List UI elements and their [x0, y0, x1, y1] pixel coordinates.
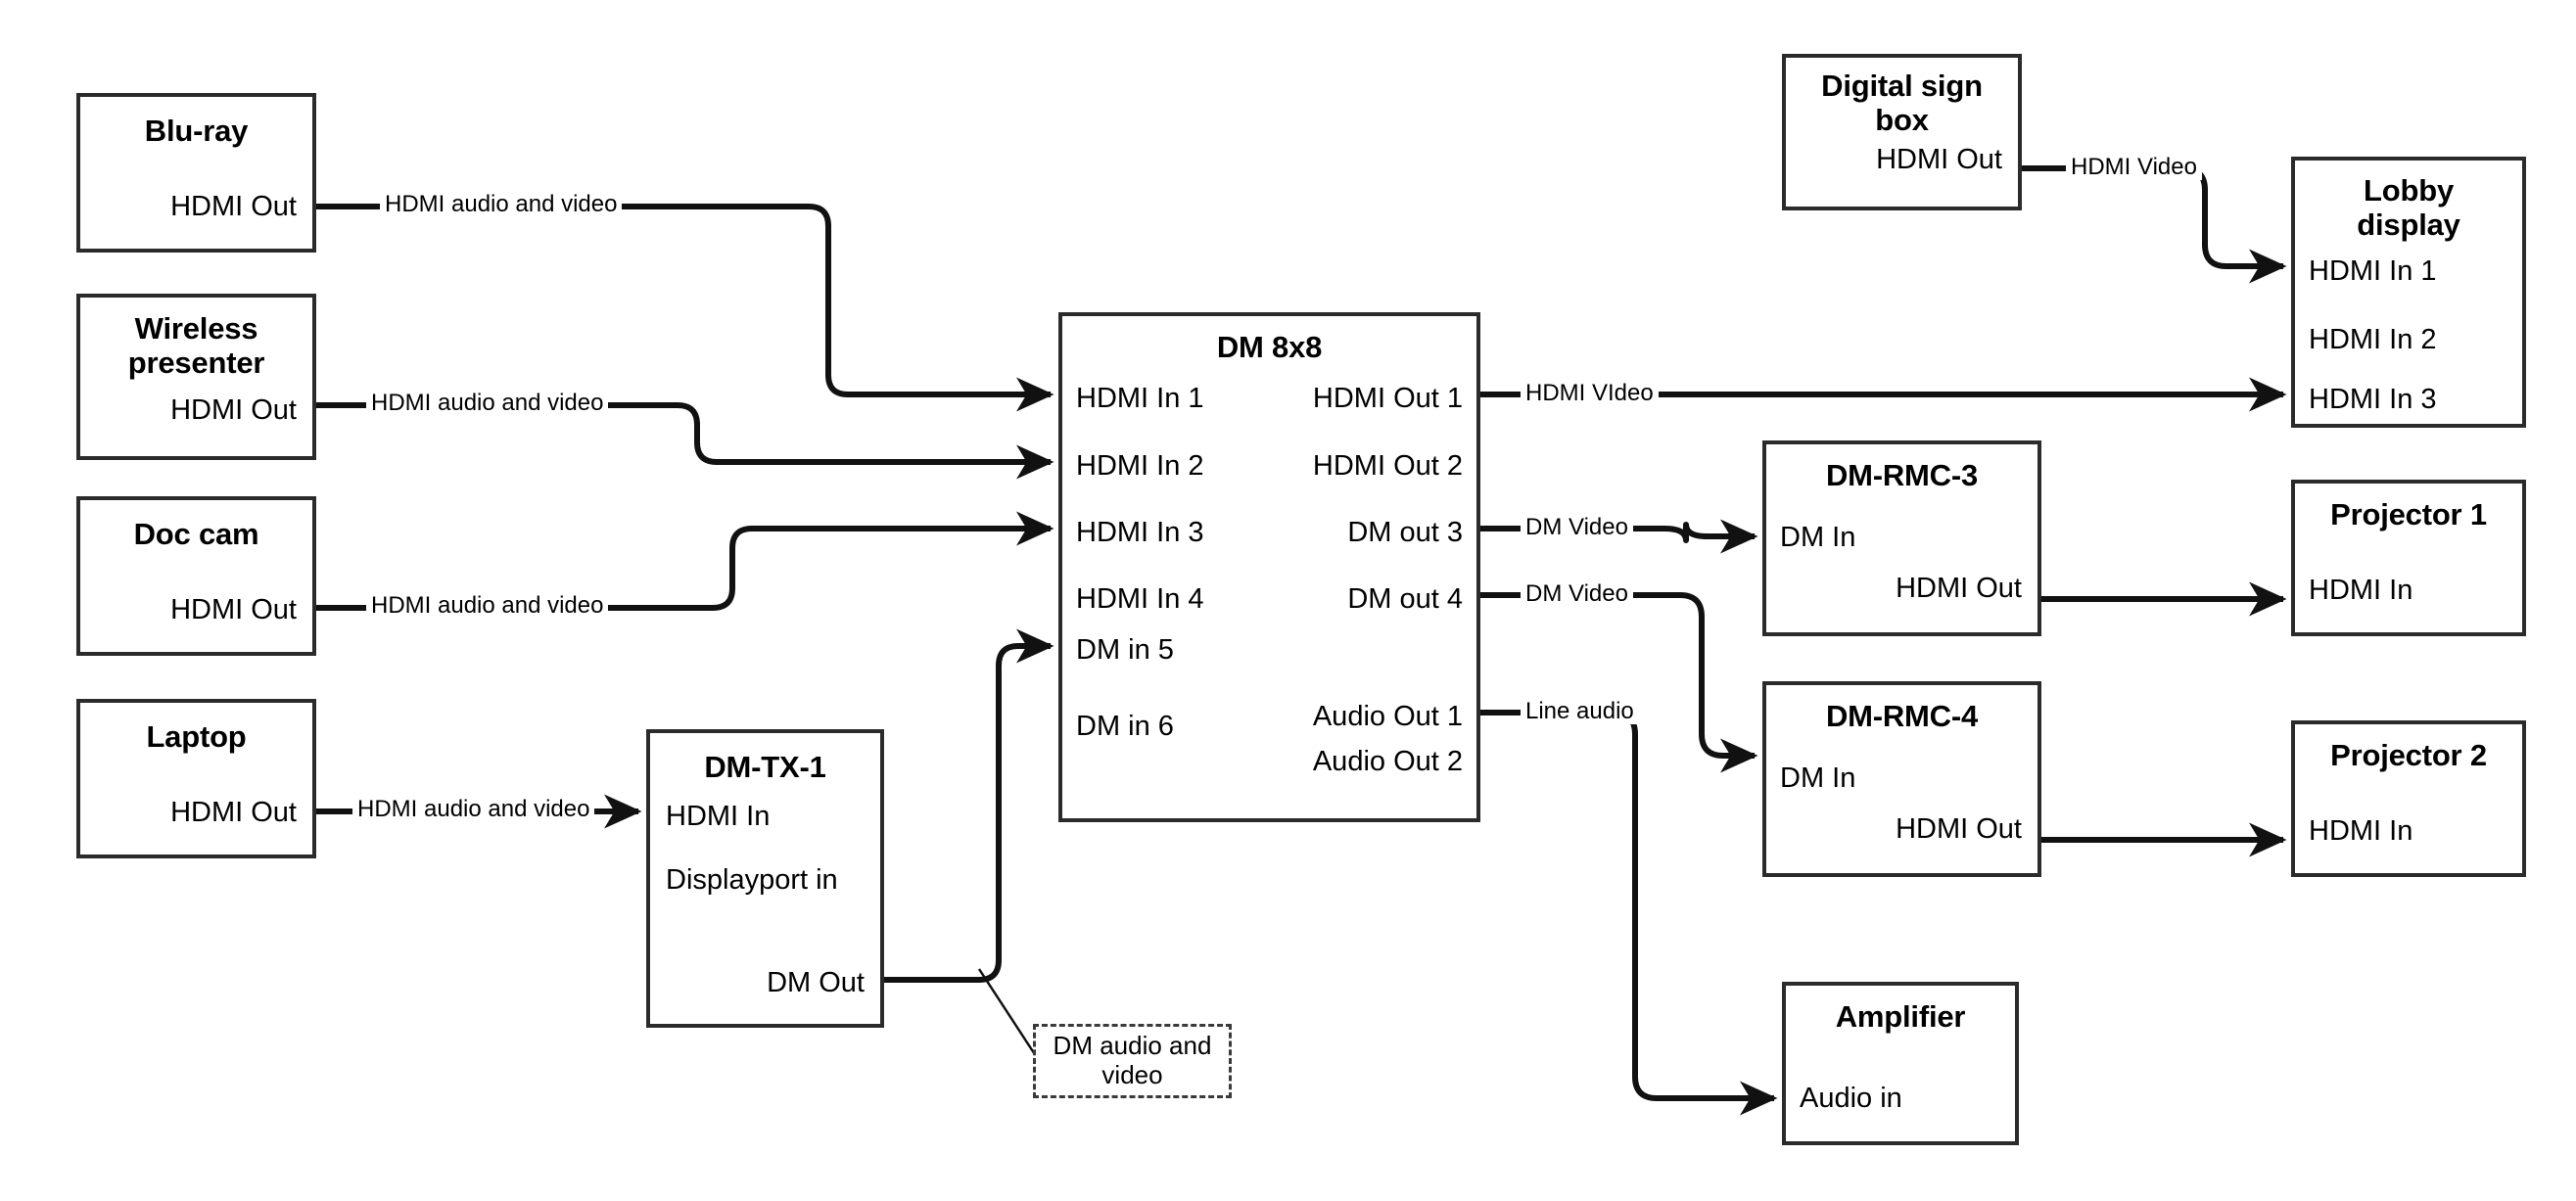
node-dm-8x8-output-audio-out-2: Audio Out 2	[1312, 746, 1463, 777]
edge-label-sign-to-lobby: HDMI Video	[2066, 154, 2202, 181]
node-dm-tx-1-port-displayport-in: Displayport in	[666, 864, 838, 896]
node-dm-8x8-input-hdmi-in-4: HDMI In 4	[1076, 583, 1204, 615]
node-dm-rmc-3-title: DM-RMC-3	[1825, 458, 1979, 492]
edge-label-dm-out1-to-lobby: HDMI VIdeo	[1521, 380, 1659, 407]
node-dm-tx-1-title: DM-TX-1	[704, 750, 826, 784]
node-wireless-presenter-port-hdmi-out: HDMI Out	[170, 394, 297, 426]
node-projector-1[interactable]: Projector 1 HDMI In	[2291, 480, 2526, 636]
edge-label-wireless-to-dm: HDMI audio and video	[366, 390, 609, 417]
node-wireless-presenter-title: Wireless presenter	[127, 311, 265, 380]
node-projector-1-title: Projector 1	[2330, 497, 2487, 531]
node-dm-8x8-title: DM 8x8	[1216, 330, 1323, 364]
node-lobby-display[interactable]: Lobby display HDMI In 1 HDMI In 2 HDMI I…	[2291, 157, 2526, 428]
node-dm-8x8-input-hdmi-in-3: HDMI In 3	[1076, 517, 1204, 548]
node-dm-8x8-input-hdmi-in-1: HDMI In 1	[1076, 383, 1204, 414]
node-doc-cam-title: Doc cam	[133, 517, 259, 551]
node-doc-cam-port-hdmi-out: HDMI Out	[170, 594, 297, 625]
node-dm-8x8-output-hdmi-out-2: HDMI Out 2	[1312, 450, 1463, 482]
node-bluray-port-hdmi-out: HDMI Out	[170, 191, 297, 222]
node-amplifier-title: Amplifier	[1835, 999, 1966, 1034]
node-digital-sign-box-port-hdmi-out: HDMI Out	[1876, 144, 2002, 175]
node-projector-2-port-hdmi-in: HDMI In	[2309, 815, 2413, 847]
callout-dm-audio-and-video-text: DM audio and video	[1053, 1031, 1212, 1089]
wire-sign-to-lobby-in1	[2022, 165, 2287, 284]
node-projector-1-port-hdmi-in: HDMI In	[2309, 575, 2413, 606]
node-lobby-display-port-hdmi-in-1: HDMI In 1	[2309, 255, 2437, 287]
node-laptop[interactable]: Laptop HDMI Out	[76, 699, 316, 858]
node-digital-sign-box-title: Digital sign box	[1821, 69, 1983, 137]
node-dm-8x8-output-dm-out-4: DM out 4	[1347, 583, 1463, 615]
node-projector-2-title: Projector 2	[2330, 738, 2487, 772]
node-lobby-display-title: Lobby display	[2357, 173, 2460, 242]
node-dm-rmc-3-port-hdmi-out: HDMI Out	[1896, 573, 2022, 604]
edge-label-bluray-to-dm: HDMI audio and video	[380, 191, 623, 218]
node-dm-8x8-input-dm-in-5: DM in 5	[1076, 634, 1174, 666]
wire-dmtx-to-dm-in5	[884, 628, 1054, 983]
node-laptop-port-hdmi-out: HDMI Out	[170, 797, 297, 828]
node-bluray[interactable]: Blu-ray HDMI Out	[76, 93, 316, 253]
node-bluray-title: Blu-ray	[144, 114, 249, 148]
node-dm-rmc-4[interactable]: DM-RMC-4 DM In HDMI Out	[1762, 681, 2041, 877]
edge-label-dm-out4-to-rmc4: DM Video	[1521, 580, 1633, 608]
node-dm-rmc-4-title: DM-RMC-4	[1825, 699, 1979, 733]
node-doc-cam[interactable]: Doc cam HDMI Out	[76, 496, 316, 656]
node-amplifier-port-audio-in: Audio in	[1800, 1083, 1902, 1114]
wire-dm-out4-to-rmc4	[1480, 592, 1758, 773]
edge-label-dm-audio-to-amp: Line audio	[1521, 698, 1639, 725]
node-dm-rmc-4-port-hdmi-out: HDMI Out	[1896, 813, 2022, 845]
edge-label-laptop-to-dmtx: HDMI audio and video	[352, 796, 595, 823]
node-dm-8x8[interactable]: DM 8x8 HDMI In 1 HDMI In 2 HDMI In 3 HDM…	[1058, 312, 1480, 822]
leader-line-callout	[977, 968, 1042, 1063]
node-dm-8x8-output-audio-out-1: Audio Out 1	[1312, 701, 1463, 732]
wire-bluray-to-dm-in1	[316, 204, 1054, 412]
node-dm-8x8-output-dm-out-3: DM out 3	[1347, 517, 1463, 548]
node-wireless-presenter[interactable]: Wireless presenter HDMI Out	[76, 294, 316, 460]
node-lobby-display-port-hdmi-in-3: HDMI In 3	[2309, 384, 2437, 415]
node-dm-8x8-output-hdmi-out-1: HDMI Out 1	[1312, 383, 1463, 414]
node-projector-2[interactable]: Projector 2 HDMI In	[2291, 720, 2526, 877]
node-dm-rmc-3-port-dm-in: DM In	[1780, 522, 1856, 553]
node-laptop-title: Laptop	[146, 719, 247, 754]
node-dm-tx-1-port-dm-out: DM Out	[767, 967, 865, 998]
node-dm-rmc-3[interactable]: DM-RMC-3 DM In HDMI Out	[1762, 440, 2041, 636]
node-amplifier[interactable]: Amplifier Audio in	[1782, 982, 2019, 1145]
wire-dm-audio-to-amplifier	[1480, 710, 1778, 1116]
node-dm-tx-1-port-hdmi-in: HDMI In	[666, 801, 771, 832]
callout-dm-audio-and-video: DM audio and video	[1033, 1024, 1232, 1098]
node-lobby-display-port-hdmi-in-2: HDMI In 2	[2309, 324, 2437, 355]
node-dm-8x8-input-dm-in-6: DM in 6	[1076, 711, 1174, 742]
node-dm-8x8-input-hdmi-in-2: HDMI In 2	[1076, 450, 1204, 482]
node-dm-tx-1[interactable]: DM-TX-1 HDMI In Displayport in DM Out	[646, 729, 884, 1028]
edge-label-doccam-to-dm: HDMI audio and video	[366, 592, 609, 620]
node-dm-rmc-4-port-dm-in: DM In	[1780, 762, 1856, 794]
node-digital-sign-box[interactable]: Digital sign box HDMI Out	[1782, 54, 2022, 210]
edge-label-dm-out3-to-rmc3: DM Video	[1521, 514, 1633, 541]
